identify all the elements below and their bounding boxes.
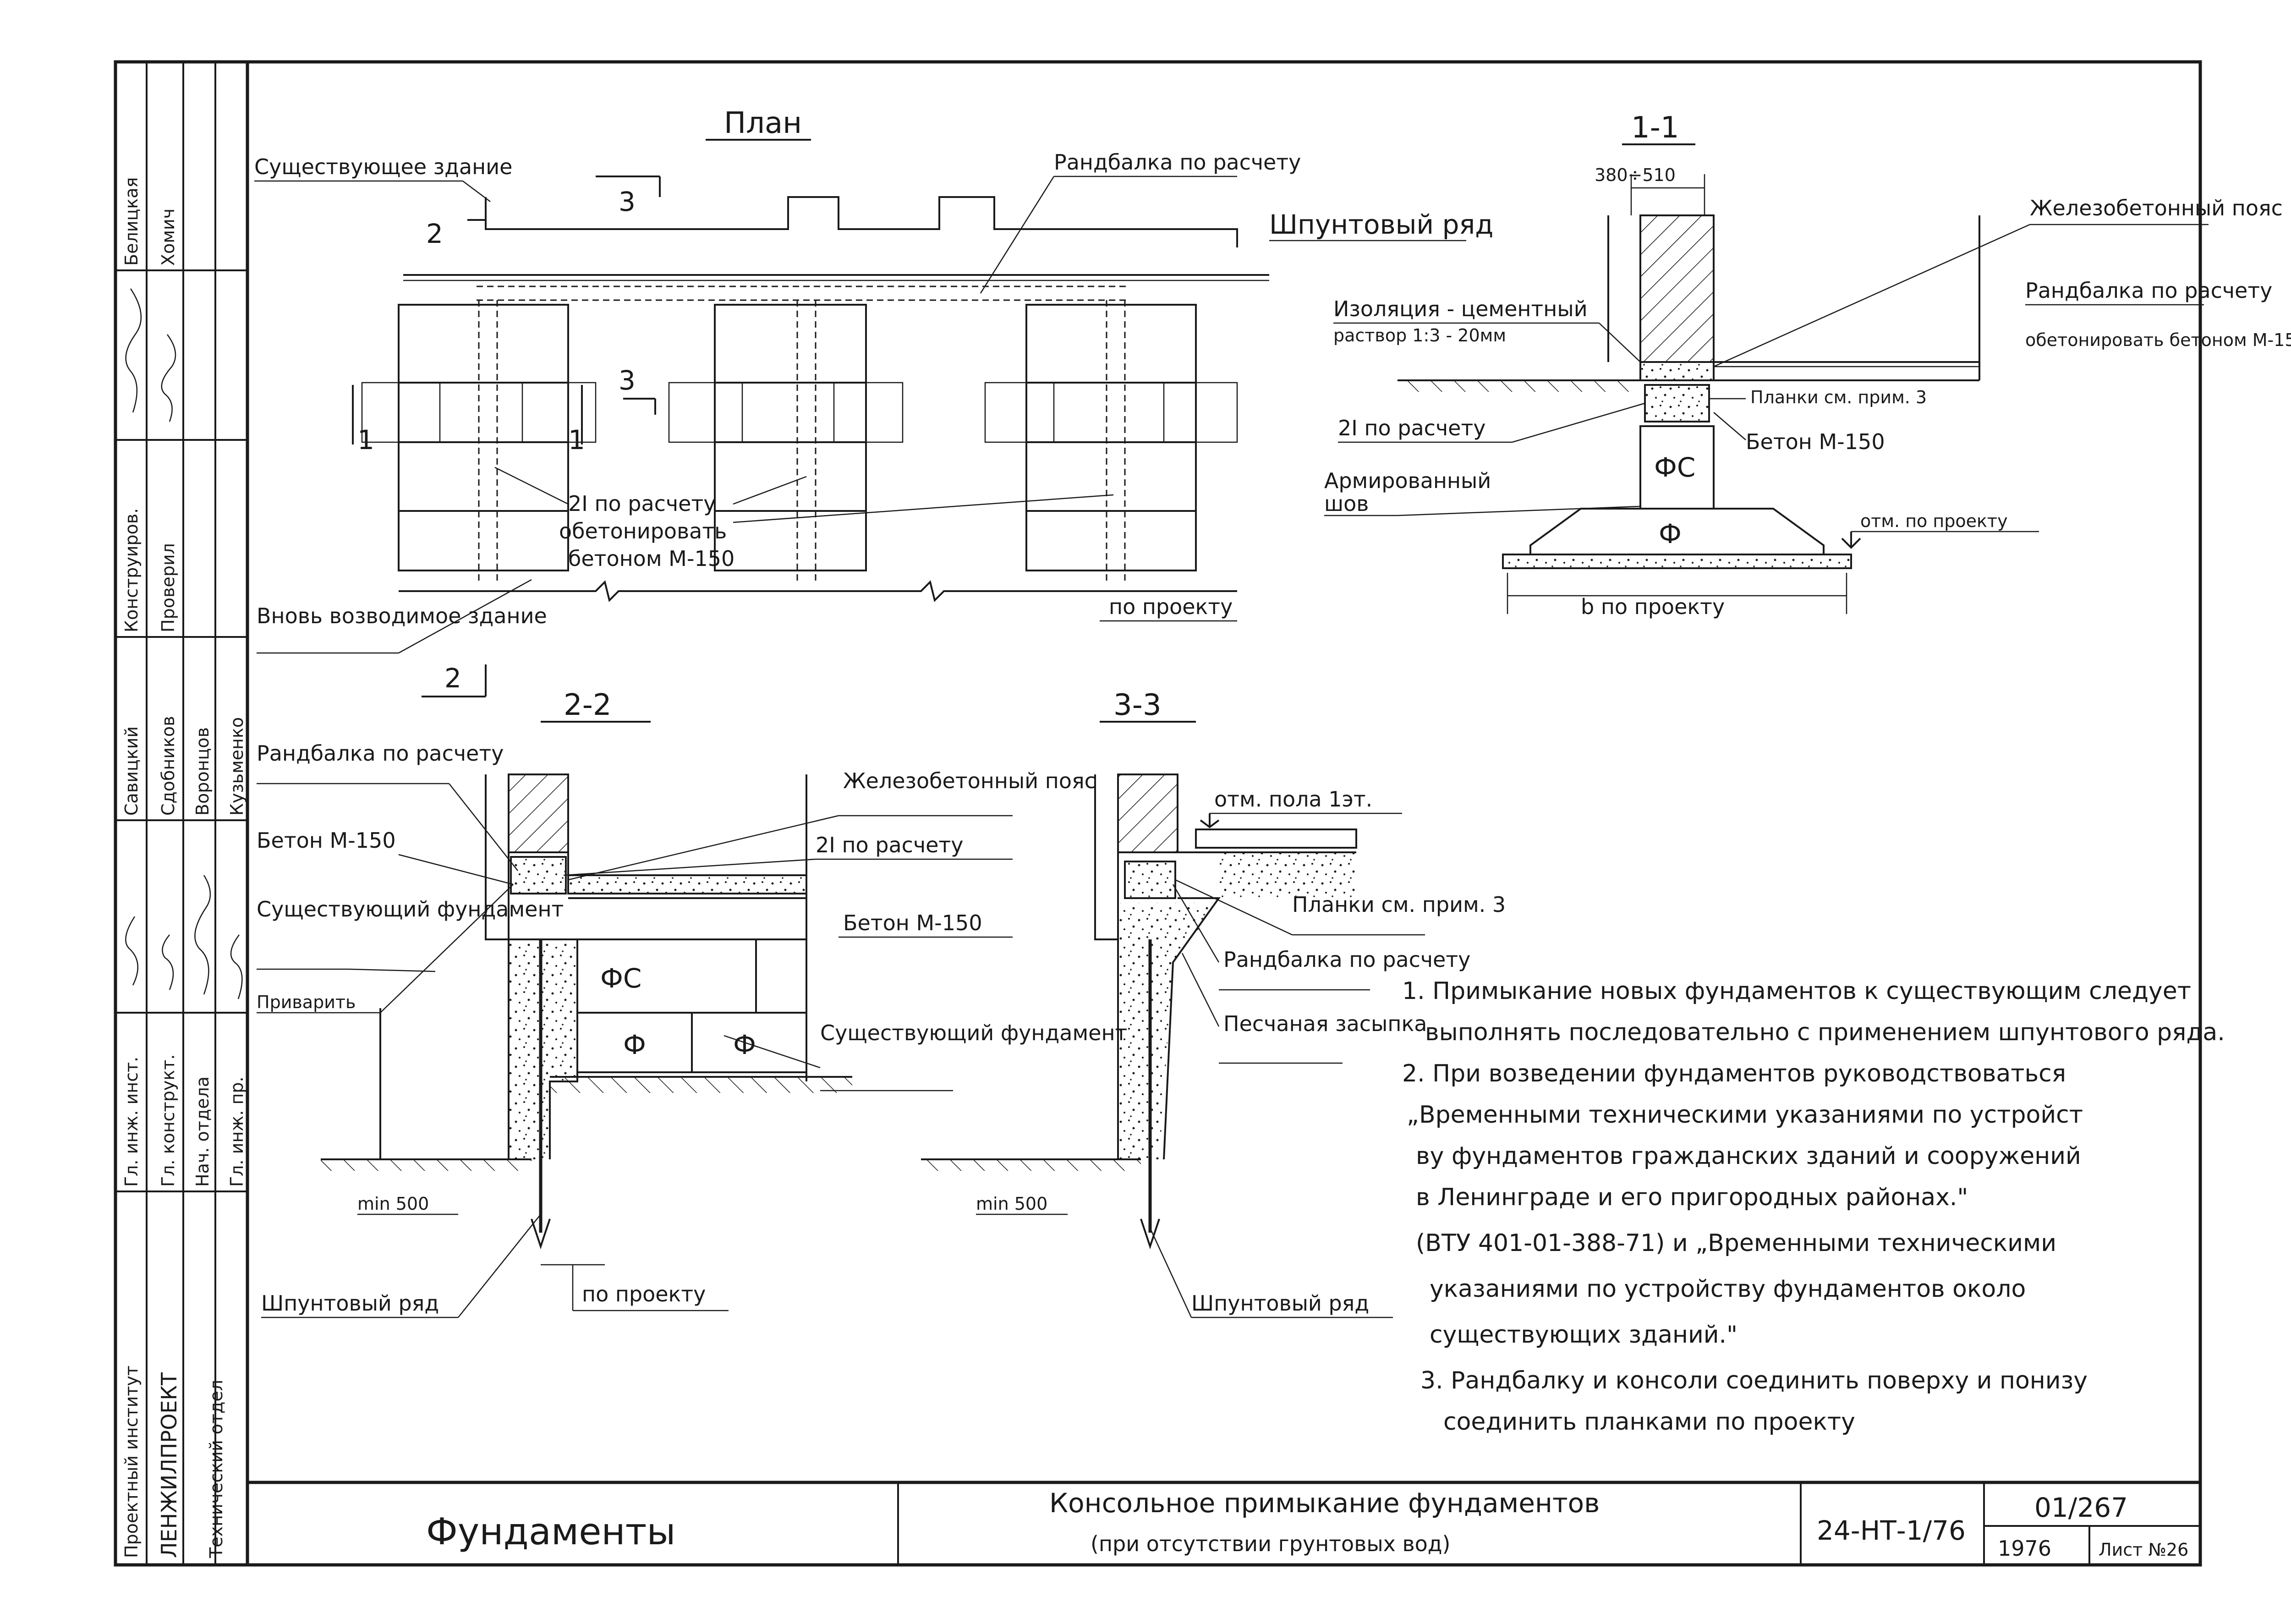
role-designed: Конструиров. <box>121 508 142 632</box>
department: Технический отдел <box>206 1380 226 1558</box>
note-line-8: указаниями по устройству фундаментов око… <box>1430 1275 2026 1303</box>
s11-insulation2: раствор 1:3 - 20мм <box>1333 325 1506 346</box>
plan-sheet-pile: Шпунтовый ряд <box>1269 209 1493 240</box>
title-line-2: (при отсутствии грунтовых вод) <box>1091 1531 1450 1556</box>
s22-concrete: Бетон М-150 <box>257 828 396 853</box>
s11-concrete: Бетон М-150 <box>1746 429 1885 454</box>
s11-title: 1-1 <box>1631 111 1679 145</box>
name-belitskaya: Белицкая <box>121 177 142 266</box>
name-sdobnikov: Сдобников <box>158 716 178 816</box>
s11-width: b по проекту <box>1581 594 1725 619</box>
plan-rand-beam: Рандбалка по расчету <box>1054 150 1301 175</box>
s33-min: min 500 <box>976 1194 1047 1214</box>
section-2-2: 2-2 ФС Ф Ф <box>257 688 1127 1318</box>
s33-sheet-pile: Шпунтовый ряд <box>1191 1291 1369 1316</box>
role-checked: Проверил <box>158 543 178 632</box>
s11-level: отм. по проекту <box>1860 511 2008 531</box>
institute-label: Проектный институт <box>121 1366 142 1558</box>
title-code: 24-НТ-1/76 <box>1817 1515 1966 1546</box>
role-dept-head: Нач. отдела <box>192 1076 213 1187</box>
role-chief-eng: Гл. инж. инст. <box>121 1057 142 1187</box>
s11-seam: шов <box>1324 491 1369 516</box>
title-number: 01/267 <box>2034 1492 2128 1523</box>
s11-reinforced: Армированный <box>1324 468 1491 493</box>
plan-mark-2a: 2 <box>426 218 443 249</box>
plan-mark-1a: 1 <box>357 424 374 455</box>
note-line-9: существующих зданий." <box>1430 1321 1737 1349</box>
s11-beams: 2I по расчету <box>1338 416 1485 440</box>
note-line-4: „Временными техническими указаниями по у… <box>1407 1101 2083 1129</box>
s11-rc-belt: Железобетонный пояс <box>2030 196 2283 220</box>
note-line-1: 1. Примыкание новых фундаментов к сущест… <box>1402 977 2191 1005</box>
name-kuzmenko: Кузьменко <box>227 717 247 816</box>
note-line-2: выполнять последовательно с применением … <box>1425 1019 2225 1046</box>
s33-title: 3-3 <box>1113 688 1162 722</box>
role-chief-designer: Гл. конструкт. <box>158 1054 178 1187</box>
s22-concrete2: Бетон М-150 <box>843 911 982 935</box>
plan-concrete-note: обетонировать <box>559 519 727 543</box>
s11-f: Ф <box>1659 518 1682 549</box>
note-line-3: 2. При возведении фундаментов руководств… <box>1402 1060 2066 1087</box>
note-line-7: (ВТУ 401-01-388-71) и „Временными технич… <box>1416 1229 2056 1257</box>
s11-rand-beam: Рандбалка по расчету <box>2025 278 2272 303</box>
plan-existing-building: Существующее здание <box>254 154 512 179</box>
plan-mark-2b: 2 <box>444 663 461 694</box>
plan-new-building: Вновь возводимое здание <box>257 604 547 628</box>
s22-weld: Приварить <box>257 992 356 1012</box>
plan-beams: 2I по расчету <box>568 491 716 516</box>
s22-existing-fdn2: Существующий фундамент <box>820 1020 1127 1045</box>
section-3-3: 3-3 отм. пола 1эт. Планки см. прим. 3 Ра… <box>921 688 1506 1318</box>
s22-fs: ФС <box>600 963 641 994</box>
s22-rc-belt: Железобетонный пояс <box>843 768 1096 793</box>
signature-marks <box>125 288 243 999</box>
s33-rand-beam: Рандбалка по расчету <box>1223 947 1470 972</box>
s33-sand: Песчаная засыпка <box>1223 1011 1427 1036</box>
s22-sheet-pile: Шпунтовый ряд <box>261 1291 439 1316</box>
institute-name: ЛЕНЖИЛПРОЕКТ <box>157 1372 181 1558</box>
plan-view: План <box>254 106 1493 697</box>
note-line-11: соединить планками по проекту <box>1443 1408 1855 1436</box>
s22-f1: Ф <box>623 1029 646 1060</box>
plan-mark-1b: 1 <box>568 424 585 455</box>
title-year: 1976 <box>1998 1536 2051 1561</box>
plan-concrete-grade: бетоном М-150 <box>568 546 734 571</box>
s33-floor-level: отм. пола 1эт. <box>1214 787 1372 812</box>
s11-concrete-it: обетонировать бетоном М-150 <box>2025 330 2291 350</box>
name-vorontsov: Воронцов <box>192 727 213 816</box>
s22-min: min 500 <box>357 1194 429 1214</box>
note-line-10: 3. Рандбалку и консоли соединить поверху… <box>1420 1367 2088 1394</box>
s22-existing-fdn: Существующий фундамент <box>257 897 564 922</box>
title-section: Фундаменты <box>426 1510 676 1553</box>
s22-title: 2-2 <box>564 688 612 722</box>
section-1-1: 1-1 380÷510 ФС Ф Железобетонный пояс <box>1324 111 2291 619</box>
note-line-6: в Ленинграде и его пригородных районах." <box>1416 1184 1968 1211</box>
role-chief-eng-proj: Гл. инж. пр. <box>227 1076 247 1187</box>
title-line-1: Консольное примыкание фундаментов <box>1049 1487 1600 1519</box>
name-khomich: Хомич <box>158 208 178 266</box>
plan-per-project: по проекту <box>1109 594 1233 619</box>
title-sheet: Лист №26 <box>2099 1540 2188 1560</box>
s11-insulation: Изоляция - цементный <box>1333 296 1588 321</box>
outer-frame <box>114 60 2202 1567</box>
plan-mark-3a: 3 <box>619 186 636 217</box>
s33-planks: Планки см. прим. 3 <box>1292 892 1506 917</box>
s22-rand-beam: Рандбалка по расчету <box>257 741 504 766</box>
s11-fs: ФС <box>1654 452 1695 483</box>
s11-planks: Планки см. прим. 3 <box>1750 387 1927 407</box>
s22-per-project: по проекту <box>582 1282 706 1306</box>
s22-beams: 2I по расчету <box>816 833 963 857</box>
note-line-5: ву фундаментов гражданских зданий и соор… <box>1416 1142 2081 1170</box>
plan-mark-3b: 3 <box>619 365 636 396</box>
s11-dim: 380÷510 <box>1595 165 1676 185</box>
name-savitsky: Савицкий <box>121 726 142 816</box>
plan-title: План <box>724 106 802 140</box>
notes-block: 1. Примыкание новых фундаментов к сущест… <box>1402 977 2225 1436</box>
